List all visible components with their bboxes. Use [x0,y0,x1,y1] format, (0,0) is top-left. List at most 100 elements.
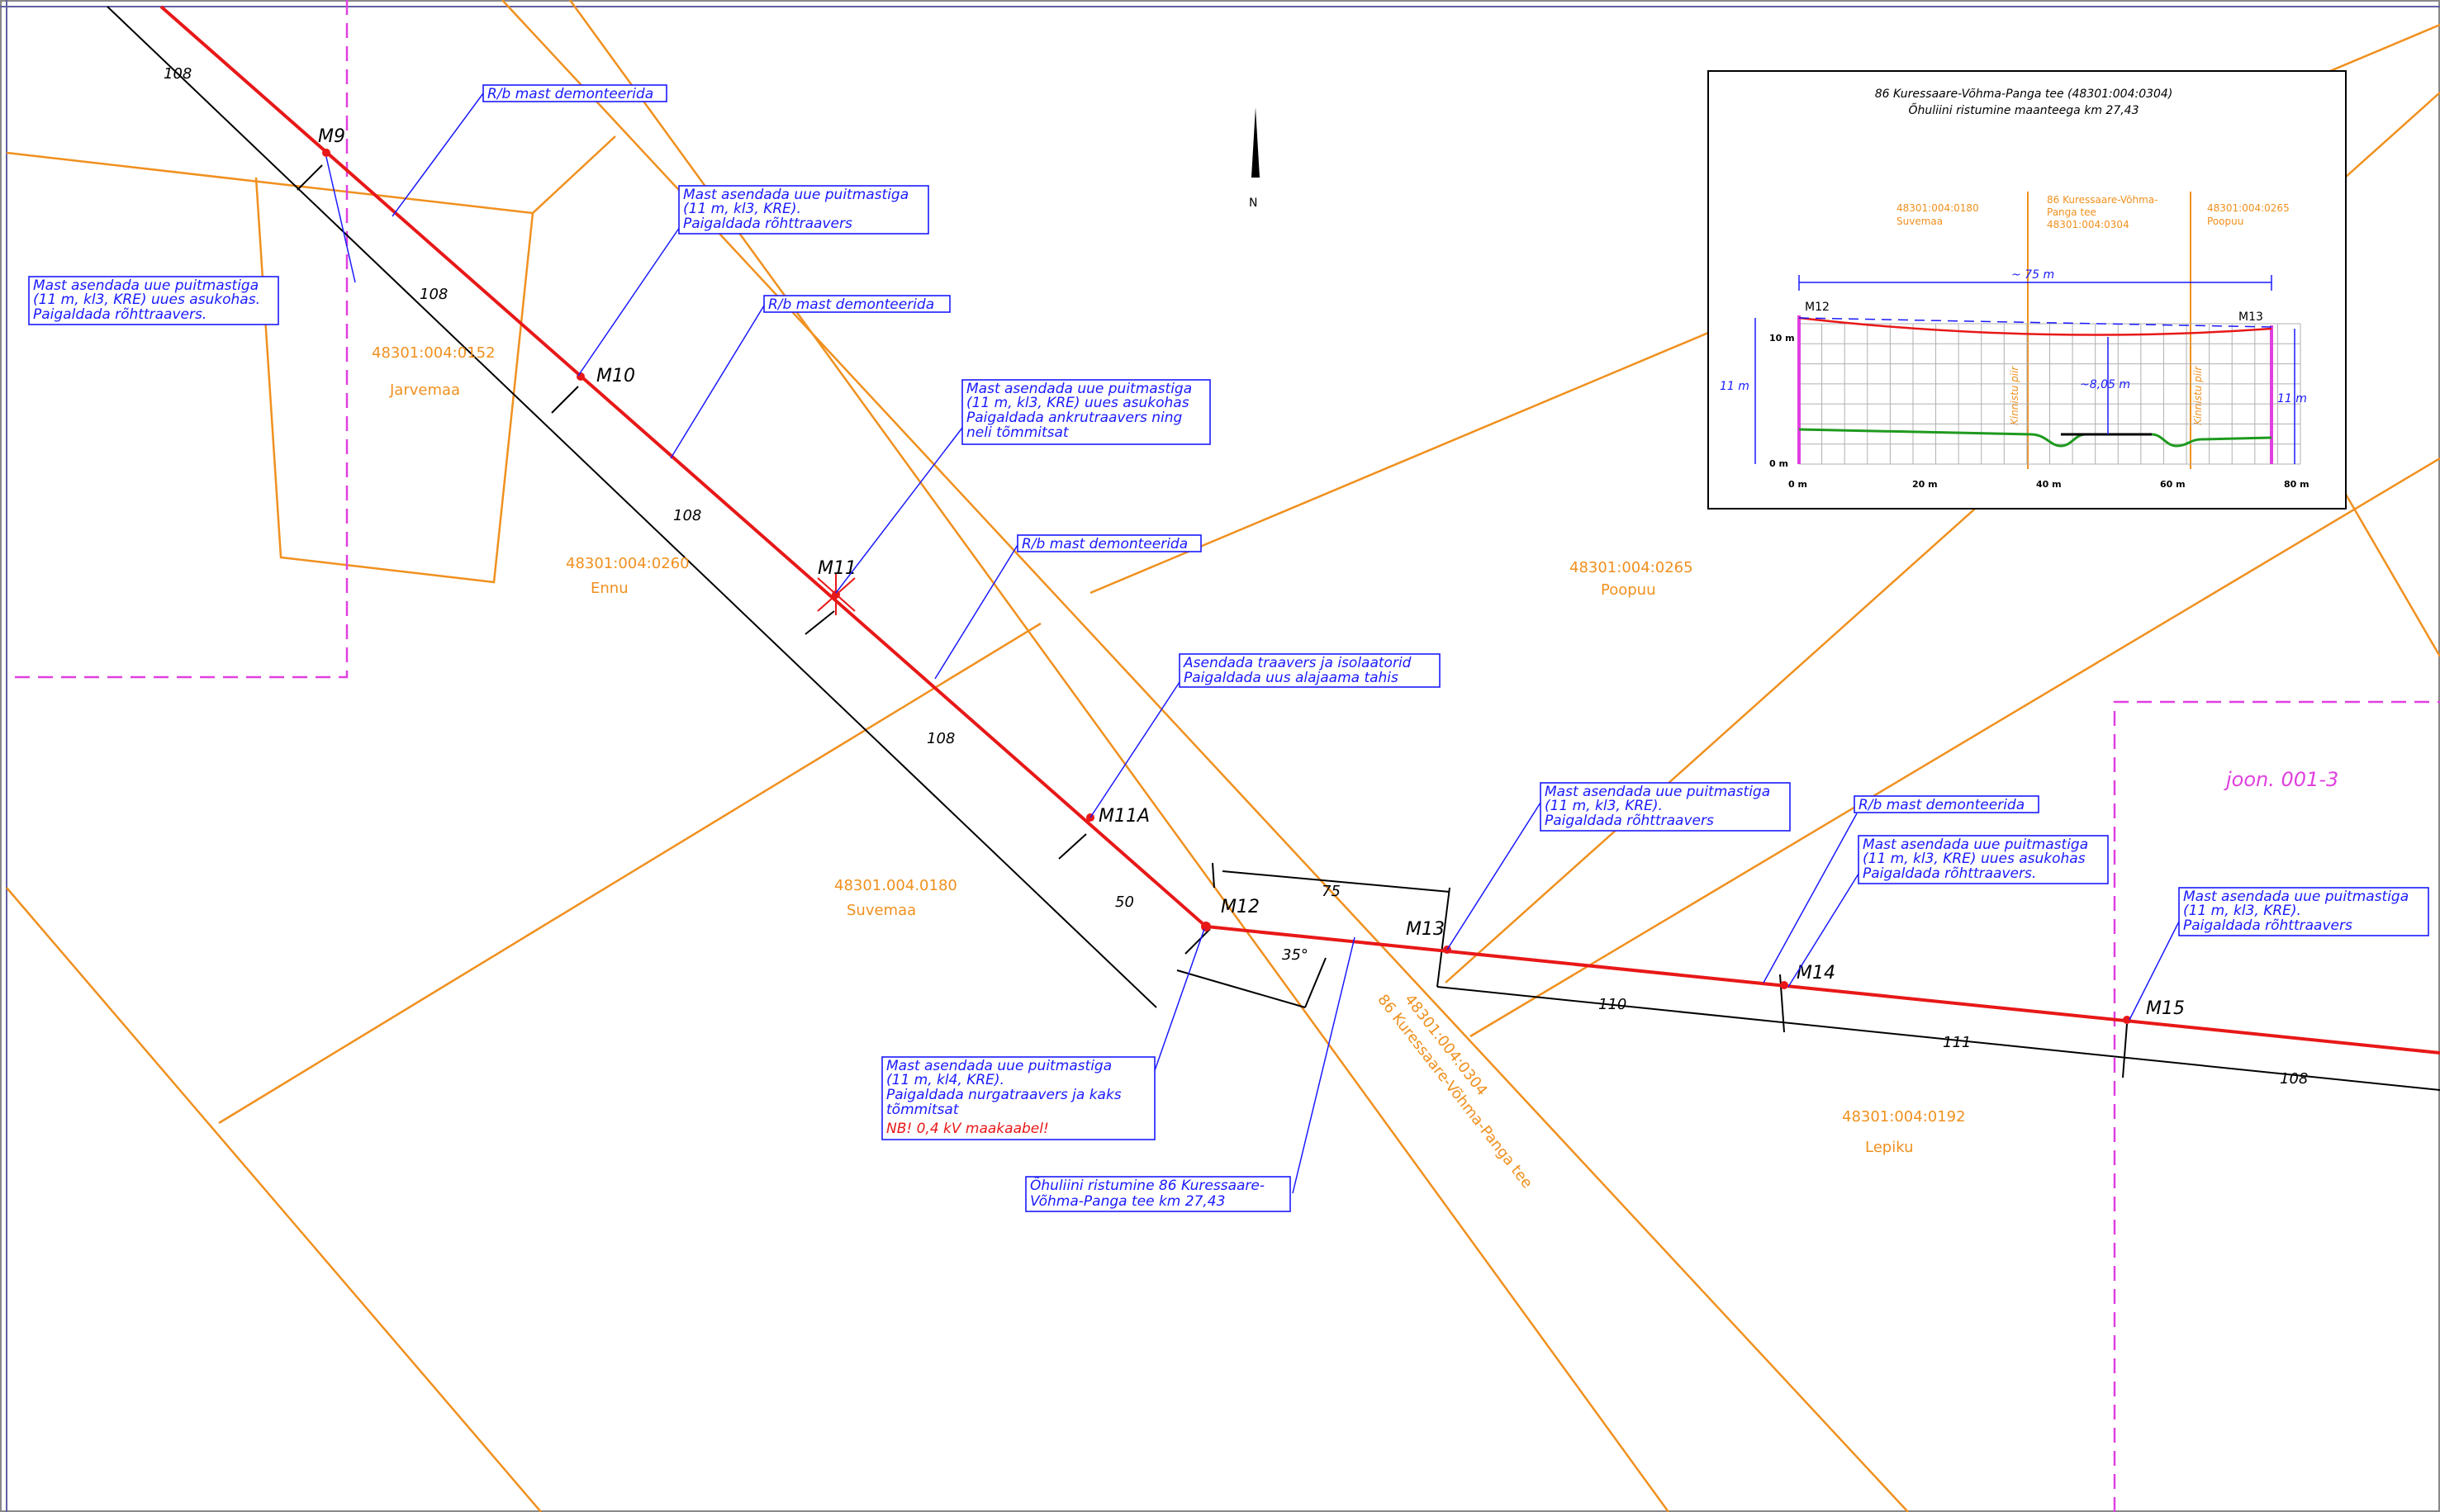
svg-text:Mast asendada uue puitmastiga: Mast asendada uue puitmastiga [966,381,1192,397]
parcel-id-lepiku: 48301:004:0192 [1842,1108,1966,1126]
note-mast-m15: Mast asendada uue puitmastiga (11 m, kl3… [2178,887,2429,936]
svg-text:(11 m, kl3, KRE).: (11 m, kl3, KRE). [1545,798,1663,814]
inset-y-top: 10 m [1769,333,1795,344]
parcel-id-ennu: 48301:004:0260 [566,555,690,572]
svg-text:Õhuliini ristumine 86 Kuressaa: Õhuliini ristumine 86 Kuressaare- [1030,1176,1265,1194]
svg-text:R/b mast demonteerida: R/b mast demonteerida [487,86,653,102]
parcel-name-ennu: Ennu [591,580,629,597]
svg-text:R/b mast demonteerida: R/b mast demonteerida [768,296,934,313]
inset-parcel-left-name: Suvemaa [1896,216,1943,227]
svg-text:Mast asendada uue puitmastiga: Mast asendada uue puitmastiga [1863,837,2088,853]
span-label-2: 108 [420,286,448,303]
svg-text:NB! 0,4 kV maakaabel!: NB! 0,4 kV maakaabel! [886,1121,1049,1137]
north-label: N [1249,197,1257,210]
note-rb-demolish-1: R/b mast demonteerida [482,84,667,102]
note-mast-m10: Mast asendada uue puitmastiga (11 m, kl3… [678,185,929,235]
inset-boundary-1: Kinnistu piir [2009,366,2020,425]
mast-point-m9 [322,149,330,157]
svg-text:(11 m, kl3, KRE) uues asukohas: (11 m, kl3, KRE) uues asukohas [1863,851,2086,867]
mast-label-m11: M11 [818,558,857,579]
svg-text:Paigaldada uus alajaama tahis: Paigaldada uus alajaama tahis [1184,670,1398,686]
inset-height-right: 11 m [2277,392,2307,405]
span-label-4: 108 [927,730,955,747]
profile-inset: 86 Kuressaare-Võhma-Panga tee (48301:004… [1707,70,2347,510]
span-label-3: 108 [673,507,701,524]
inset-height-left: 11 m [1720,380,1749,393]
inset-clearance: ~8,05 m [2080,378,2130,391]
inset-x-tick: 60 m [2160,479,2186,490]
span-label-5: 50 [1115,893,1134,911]
mast-point-m10 [577,372,585,381]
inset-parcel-right-name: Poopuu [2207,216,2243,227]
inset-x-tick: 40 m [2036,479,2062,490]
svg-text:Paigaldada nurgatraavers ja ka: Paigaldada nurgatraavers ja kaks [886,1087,1122,1103]
note-mast-m9: Mast asendada uue puitmastiga (11 m, kl3… [28,276,279,325]
svg-text:Võhma-Panga tee km 27,43: Võhma-Panga tee km 27,43 [1030,1193,1225,1210]
span-label-6: 75 [1322,883,1341,900]
svg-text:Paigaldada rõhttraavers.: Paigaldada rõhttraavers. [33,306,206,323]
inset-boundary-2: Kinnistu piir [2192,366,2204,425]
inset-y-bottom: 0 m [1769,458,1788,469]
svg-text:R/b mast demonteerida: R/b mast demonteerida [1858,797,2025,813]
svg-text:Mast asendada uue puitmastiga: Mast asendada uue puitmastiga [683,187,909,203]
note-mast-m11a: Asendada traavers ja isolaatorid Paigald… [1179,653,1441,688]
svg-text:Asendada traavers ja isolaator: Asendada traavers ja isolaatorid [1183,655,1412,671]
svg-text:Paigaldada rõhttraavers: Paigaldada rõhttraavers [1545,813,1714,829]
span-label-8: 111 [1943,1034,1971,1051]
mast-label-m15: M15 [2146,998,2185,1019]
inset-x-tick: 0 m [1788,479,1807,490]
svg-text:Mast asendada uue puitmastiga: Mast asendada uue puitmastiga [33,277,259,294]
inset-parcel-left-id: 48301:004:0180 [1896,202,1979,214]
svg-text:Mast asendada uue puitmastiga: Mast asendada uue puitmastiga [1545,784,1770,800]
mast-label-m9: M9 [318,126,345,147]
mast-label-m11a: M11A [1099,806,1150,827]
span-label-9: 108 [2280,1070,2308,1088]
parcel-name-lepiku: Lepiku [1865,1139,1914,1156]
mast-label-m13: M13 [1406,919,1445,940]
inset-mast-left: M12 [1805,301,1830,314]
span-label-1: 108 [164,65,192,83]
note-rb-demolish-3: R/b mast demonteerida [1017,534,1202,552]
road-label: 48301:004:0304 86 Kuressaare-Võhma-Panga… [1374,991,1536,1192]
svg-text:tõmmitsat: tõmmitsat [886,1102,960,1118]
annotation-leaders [325,92,2181,1194]
note-rb-demolish-2: R/b mast demonteerida [763,295,951,313]
svg-text:(11 m, kl4, KRE).: (11 m, kl4, KRE). [886,1072,1004,1088]
svg-text:(11 m, kl3, KRE) uues asukohas: (11 m, kl3, KRE) uues asukohas [966,395,1189,411]
svg-text:Mast asendada uue puitmastiga: Mast asendada uue puitmastiga [886,1058,1112,1074]
mast-point-m12 [1201,922,1211,931]
mast-point-m15 [2123,1016,2131,1024]
svg-text:Paigaldada rõhttraavers: Paigaldada rõhttraavers [683,216,852,232]
parcel-name-suvemaa: Suvemaa [847,902,916,919]
angle-label: 35° [1282,946,1308,964]
parcel-id-jarvemaa: 48301:004:0152 [372,344,496,362]
mast-label-m14: M14 [1797,963,1835,984]
inset-x-tick: 20 m [1912,479,1938,490]
mast-label-m12: M12 [1221,897,1260,917]
parcel-id-suvemaa: 48301.004.0180 [834,877,957,894]
sheet-reference: joon. 001-3 [2224,768,2338,791]
span-label-7: 110 [1598,996,1626,1013]
svg-text:neli tõmmitsat: neli tõmmitsat [966,424,1070,441]
parcel-id-poopuu: 48301:004:0265 [1569,559,1693,576]
inset-span: ~ 75 m [2011,268,2054,282]
inset-parcel-right-id: 48301:004:0265 [2207,202,2290,214]
mast-m11-anchors [817,574,856,615]
inset-mast-right: M13 [2238,310,2263,324]
note-mast-m11: Mast asendada uue puitmastiga (11 m, kl3… [961,379,1211,445]
note-mast-m13: Mast asendada uue puitmastiga (11 m, kl3… [1540,782,1791,832]
svg-text:Mast asendada uue puitmastiga: Mast asendada uue puitmastiga [2183,889,2409,905]
road-name: 86 Kuressaare-Võhma-Panga tee [1374,991,1536,1192]
inset-title-1: 86 Kuressaare-Võhma-Panga tee (48301:004… [1875,88,2173,101]
mast-label-m10: M10 [596,366,635,386]
north-arrow: N [1249,107,1260,210]
svg-text:(11 m, kl3, KRE).: (11 m, kl3, KRE). [2183,903,2301,919]
note-mast-m14: Mast asendada uue puitmastiga (11 m, kl3… [1858,835,2109,884]
note-mast-m12: Mast asendada uue puitmastiga (11 m, kl4… [881,1056,1156,1140]
note-rb-demolish-4: R/b mast demonteerida [1854,795,2039,813]
svg-text:(11 m, kl3, KRE).: (11 m, kl3, KRE). [683,201,801,217]
parcel-name-jarvemaa: Jarvemaa [389,382,460,399]
